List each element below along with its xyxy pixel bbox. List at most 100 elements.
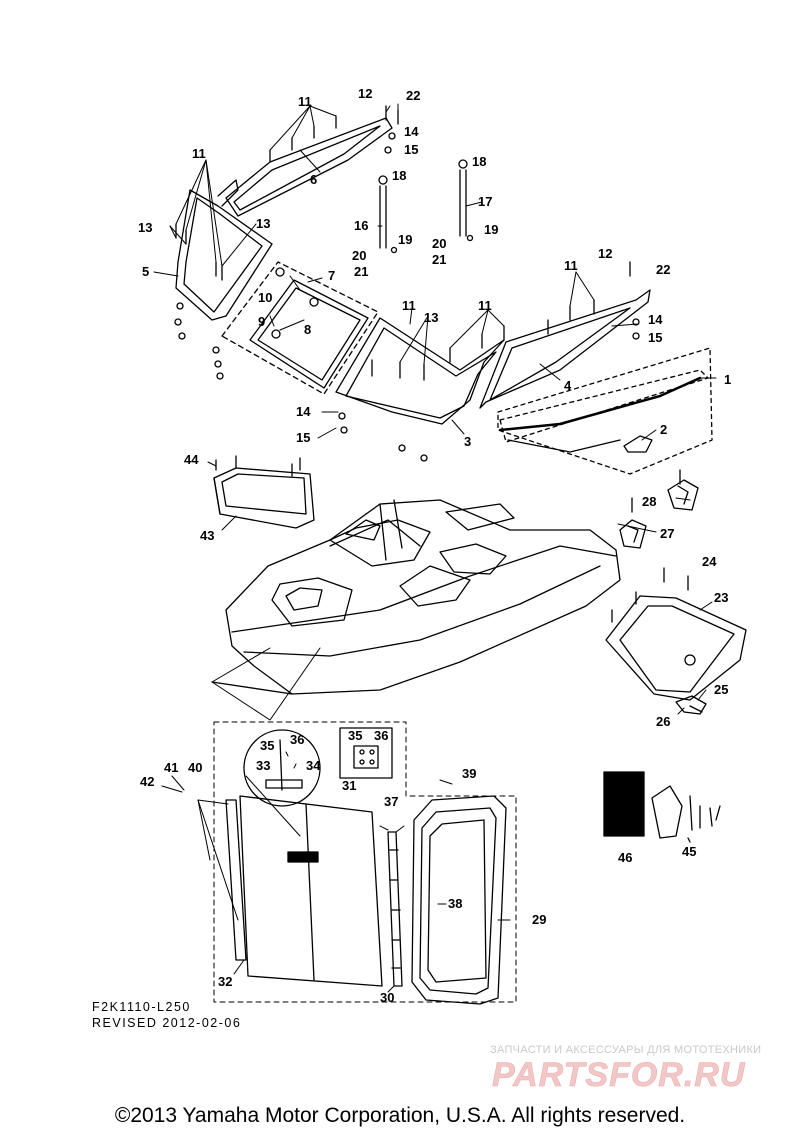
callout-36b: 36 xyxy=(374,728,388,743)
callout-22b: 22 xyxy=(656,262,670,277)
gas-strut-17 xyxy=(458,159,468,237)
callout-22a: 22 xyxy=(406,88,420,103)
callout-45: 45 xyxy=(682,844,696,859)
callout-4: 4 xyxy=(564,378,572,393)
hinge-30 xyxy=(387,831,403,987)
lower-leader-lines xyxy=(161,751,511,993)
drawing-number: F2K1110-L250 xyxy=(92,1000,191,1014)
callout-30: 30 xyxy=(380,990,394,1005)
callout-33: 33 xyxy=(256,758,270,773)
windshield-center xyxy=(335,317,505,425)
callout-17: 17 xyxy=(478,194,492,209)
boat-hull xyxy=(211,499,621,695)
hardware-nuts xyxy=(174,132,640,462)
pad-28 xyxy=(667,479,699,511)
callout-44: 44 xyxy=(184,452,199,467)
callout-7: 7 xyxy=(328,268,335,283)
callout-40: 40 xyxy=(188,760,202,775)
callout-46: 46 xyxy=(618,850,632,865)
windshield-left-frame xyxy=(175,179,273,321)
door-assembly-box xyxy=(213,721,517,1003)
callout-43: 43 xyxy=(200,528,214,543)
callout-21b: 21 xyxy=(432,252,446,267)
callout-1: 1 xyxy=(724,372,731,387)
callout-20a: 20 xyxy=(352,248,366,263)
callout-9: 9 xyxy=(258,314,265,329)
callout-6: 6 xyxy=(310,172,317,187)
callout-36a: 36 xyxy=(290,732,304,747)
callout-23: 23 xyxy=(714,590,728,605)
leader-lines xyxy=(153,103,717,715)
callout-34: 34 xyxy=(306,758,321,773)
hatch-screws xyxy=(215,455,689,623)
callout-18a: 18 xyxy=(392,168,406,183)
callout-41: 41 xyxy=(164,760,178,775)
callout-42: 42 xyxy=(140,774,154,789)
callout-19b: 19 xyxy=(484,222,498,237)
callout-3: 3 xyxy=(464,434,471,449)
callout-11d: 11 xyxy=(402,298,416,313)
callout-2: 2 xyxy=(660,422,667,437)
sticker-46 xyxy=(603,771,645,837)
tool-kit-45 xyxy=(651,785,721,843)
callout-12a: 12 xyxy=(358,86,372,101)
callout-14a: 14 xyxy=(404,124,419,139)
callout-37: 37 xyxy=(384,794,398,809)
callout-31: 31 xyxy=(342,778,356,793)
detail-circle xyxy=(243,729,321,837)
windshield-upper-glass xyxy=(225,117,393,217)
latch-25-26 xyxy=(675,695,707,715)
callout-14b: 14 xyxy=(648,312,663,327)
watermark-brand: PARTSFOR.RU xyxy=(492,1056,746,1094)
callout-11e: 11 xyxy=(478,298,492,313)
callout-15c: 15 xyxy=(296,430,310,445)
callout-35b: 35 xyxy=(348,728,362,743)
callout-5: 5 xyxy=(142,264,149,279)
gas-strut-16 xyxy=(378,175,388,249)
glovebox-43 xyxy=(213,467,315,529)
callout-19a: 19 xyxy=(398,232,412,247)
copyright-notice: ©2013 Yamaha Motor Corporation, U.S.A. A… xyxy=(114,1104,686,1127)
watermark-logo: PARTSFOR.RU xyxy=(492,1056,746,1094)
callout-28: 28 xyxy=(642,494,656,509)
callout-26: 26 xyxy=(656,714,670,729)
watermark-tagline: ЗАПЧАСТИ И АКСЕССУАРЫ ДЛЯ МОТОТЕХНИКИ xyxy=(490,1044,762,1056)
door-frame-29 xyxy=(411,795,507,1005)
callout-8: 8 xyxy=(304,322,311,337)
callout-11a: 11 xyxy=(298,94,312,109)
callout-15b: 15 xyxy=(648,330,662,345)
engine-hatch-23 xyxy=(605,595,747,701)
door-panel-32 xyxy=(225,795,383,987)
callout-25: 25 xyxy=(714,682,728,697)
callout-32: 32 xyxy=(218,974,232,989)
callout-13c: 13 xyxy=(424,310,438,325)
callout-24: 24 xyxy=(702,554,717,569)
pad-27 xyxy=(619,519,647,549)
callout-11c: 11 xyxy=(564,258,578,273)
callout-29: 29 xyxy=(532,912,546,927)
callout-27: 27 xyxy=(660,526,674,541)
callout-20b: 20 xyxy=(432,236,446,251)
callout-21a: 21 xyxy=(354,264,368,279)
callout-12b: 12 xyxy=(598,246,612,261)
callout-13a: 13 xyxy=(138,220,152,235)
callout-39: 39 xyxy=(462,766,476,781)
hardware-screws xyxy=(175,105,631,381)
callout-13b: 13 xyxy=(256,216,270,231)
detail-box-31 xyxy=(339,727,393,779)
callout-labels: 1 2 3 4 5 6 7 8 9 10 11 11 11 11 11 12 1… xyxy=(138,86,731,1005)
bracket-2 xyxy=(623,435,653,453)
callout-11b: 11 xyxy=(192,146,206,161)
callout-18b: 18 xyxy=(472,154,486,169)
window-frame-7 xyxy=(249,279,369,389)
revision-label: REVISED 2012-02-06 xyxy=(92,1016,242,1030)
callout-14c: 14 xyxy=(296,404,311,419)
callout-10: 10 xyxy=(258,290,272,305)
windshield-trim xyxy=(497,347,713,475)
callout-16: 16 xyxy=(354,218,368,233)
hull-to-box-leader xyxy=(211,647,321,721)
callout-35a: 35 xyxy=(260,738,274,753)
callout-38: 38 xyxy=(448,896,462,911)
window-assembly-box xyxy=(221,261,379,395)
windshield-right xyxy=(479,289,651,409)
